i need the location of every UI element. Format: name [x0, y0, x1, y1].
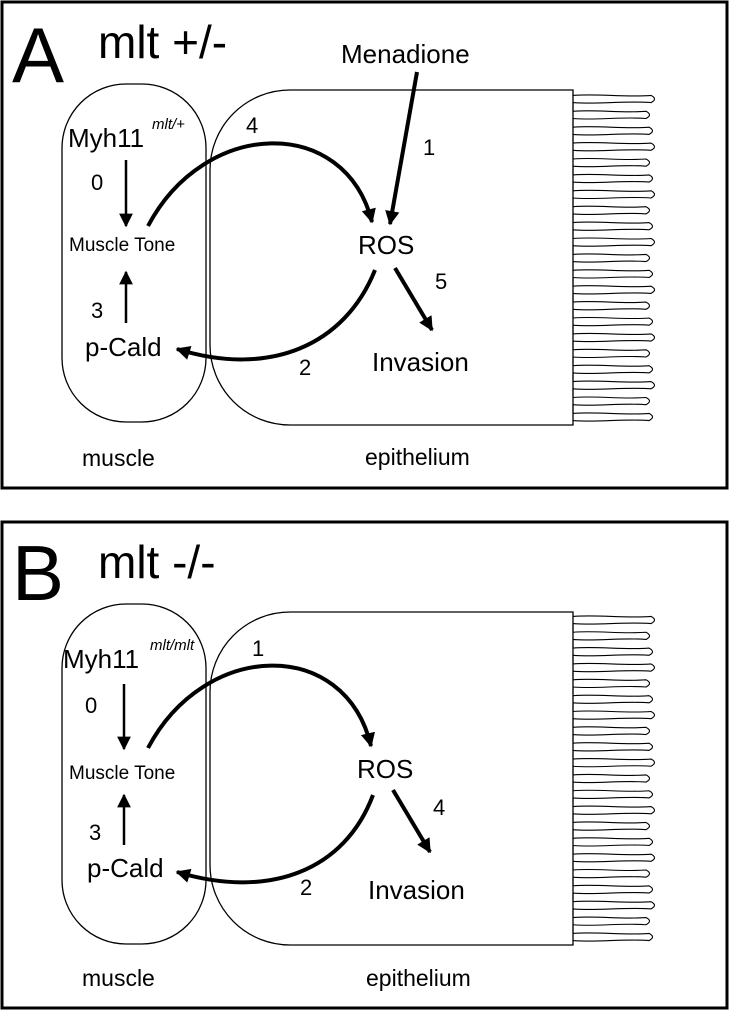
menadione-label: Menadione	[341, 39, 470, 69]
muscle-tone-label: Muscle Tone	[69, 235, 175, 256]
step-5-number: 5	[435, 269, 447, 294]
step-1-number: 1	[423, 135, 435, 160]
epithelium-cell	[209, 89, 574, 426]
myh11-label: Myh11	[68, 123, 144, 153]
step-2-number: 2	[300, 875, 312, 900]
muscle-tissue-label: muscle	[82, 965, 155, 991]
step-2-number: 2	[299, 355, 311, 380]
epithelium-tissue-label: epithelium	[365, 444, 470, 470]
panel-a-border	[0, 0, 729, 490]
step-1-number: 1	[252, 636, 264, 661]
epithelium-tissue-label: epithelium	[366, 965, 471, 991]
panel-a-letter: A	[12, 11, 64, 99]
arrow-menadione-to-ros	[385, 71, 419, 226]
panel-b-letter: B	[12, 529, 64, 617]
panel-b: B mlt -/- Myh11 mlt/mlt Muscle Tone p-Ca…	[0, 520, 729, 1010]
arrow-ros-to-invasion	[391, 788, 432, 854]
microvilli-brush-border	[572, 615, 656, 942]
arrow-ros-to-pcald	[175, 794, 375, 885]
arrow-tone-to-ros	[146, 663, 375, 749]
muscle-tone-label: Muscle Tone	[69, 763, 175, 784]
p-cald-label: p-Cald	[85, 332, 162, 362]
step-3-number: 3	[89, 820, 101, 845]
myh11-superscript: mlt/mlt	[150, 637, 195, 654]
arrow-ros-to-pcald	[175, 269, 377, 362]
ros-label: ROS	[358, 230, 414, 260]
epithelium-cell	[209, 611, 574, 946]
step-4-number: 4	[433, 795, 445, 820]
arrow-tone-to-ros	[146, 141, 376, 227]
panel-b-genotype: mlt -/-	[98, 536, 216, 588]
panel-a: A mlt +/- Myh11 mlt/+ Muscle Tone p-Cald…	[0, 0, 729, 490]
invasion-label: Invasion	[372, 347, 469, 377]
microvilli-brush-border	[572, 94, 656, 422]
invasion-label: Invasion	[368, 875, 465, 905]
microvilli-outline	[572, 94, 656, 422]
panel-b-border	[0, 520, 729, 1010]
myh11-superscript: mlt/+	[152, 116, 185, 133]
panel-a-genotype: mlt +/-	[98, 16, 227, 68]
ros-label: ROS	[357, 754, 413, 784]
arrow-ros-to-invasion	[393, 266, 434, 332]
myh11-label: Myh11	[63, 644, 139, 674]
muscle-cell	[61, 603, 207, 945]
muscle-tissue-label: muscle	[82, 445, 155, 471]
step-0-number: 0	[85, 693, 97, 718]
p-cald-label: p-Cald	[87, 853, 164, 883]
microvilli-outline	[572, 615, 656, 942]
step-4-number: 4	[246, 113, 258, 138]
step-0-number: 0	[91, 170, 103, 195]
step-3-number: 3	[91, 298, 103, 323]
muscle-cell	[61, 83, 207, 423]
